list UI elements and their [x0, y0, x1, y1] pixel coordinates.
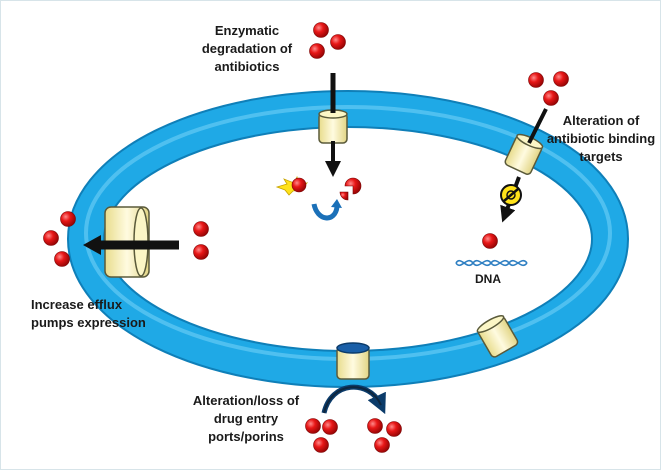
antibiotic-molecule [367, 418, 383, 434]
label-dna: DNA [475, 272, 501, 286]
antibiotic-molecule [313, 22, 329, 38]
dna-helix-icon [455, 259, 528, 267]
antibiotic-molecule [291, 177, 307, 193]
channel-porin-bottom [336, 342, 370, 380]
degraded-antibiotic [344, 177, 362, 195]
label-target-line2: antibiotic binding [547, 131, 655, 146]
antibiotic-molecule [43, 230, 59, 246]
arrow-target-in [527, 108, 548, 144]
channel-top [318, 109, 348, 144]
label-porin-line1: Alteration/loss of [193, 393, 300, 408]
label-enzymatic-line1: Enzymatic [215, 23, 279, 38]
antibiotic-molecule [309, 43, 325, 59]
antibiotic-molecule [322, 419, 338, 435]
label-target-line1: Alteration of [563, 113, 640, 128]
label-efflux: Increase efflux pumps expression [31, 297, 146, 330]
antibiotic-molecule [528, 72, 544, 88]
antibiotic-molecule [553, 71, 569, 87]
antibiotic-molecule [482, 233, 498, 249]
label-enzymatic-line2: degradation of [202, 41, 293, 56]
label-porin: Alteration/loss of drug entry ports/pori… [193, 393, 300, 444]
antibiotic-molecule [193, 244, 209, 260]
antibiotic-molecules [43, 22, 569, 453]
antibiotic-molecule [305, 418, 321, 434]
antibiotic-molecule [60, 211, 76, 227]
label-target: Alteration of antibiotic binding targets [547, 113, 655, 164]
label-porin-line3: ports/porins [208, 429, 284, 444]
recycle-arrow-icon [311, 203, 340, 221]
antibiotic-molecule [313, 437, 329, 453]
antibiotic-molecule [386, 421, 402, 437]
antibiotic-molecule [543, 90, 559, 106]
antibiotic-molecule [54, 251, 70, 267]
label-porin-line2: drug entry [214, 411, 279, 426]
antibiotic-molecule [374, 437, 390, 453]
inhibitor-symbol-icon [500, 184, 522, 206]
porin-curved-arrow [321, 384, 386, 415]
label-enzymatic-line3: antibiotics [214, 59, 279, 74]
label-efflux-line1: Increase efflux [31, 297, 123, 312]
label-target-line3: targets [579, 149, 622, 164]
arrow-efflux-head [83, 235, 101, 255]
antibiotic-molecule [193, 221, 209, 237]
channel-bottom-right [476, 314, 519, 358]
label-enzymatic: Enzymatic degradation of antibiotics [202, 23, 293, 74]
label-efflux-line2: pumps expression [31, 315, 146, 330]
antibiotic-molecule [330, 34, 346, 50]
